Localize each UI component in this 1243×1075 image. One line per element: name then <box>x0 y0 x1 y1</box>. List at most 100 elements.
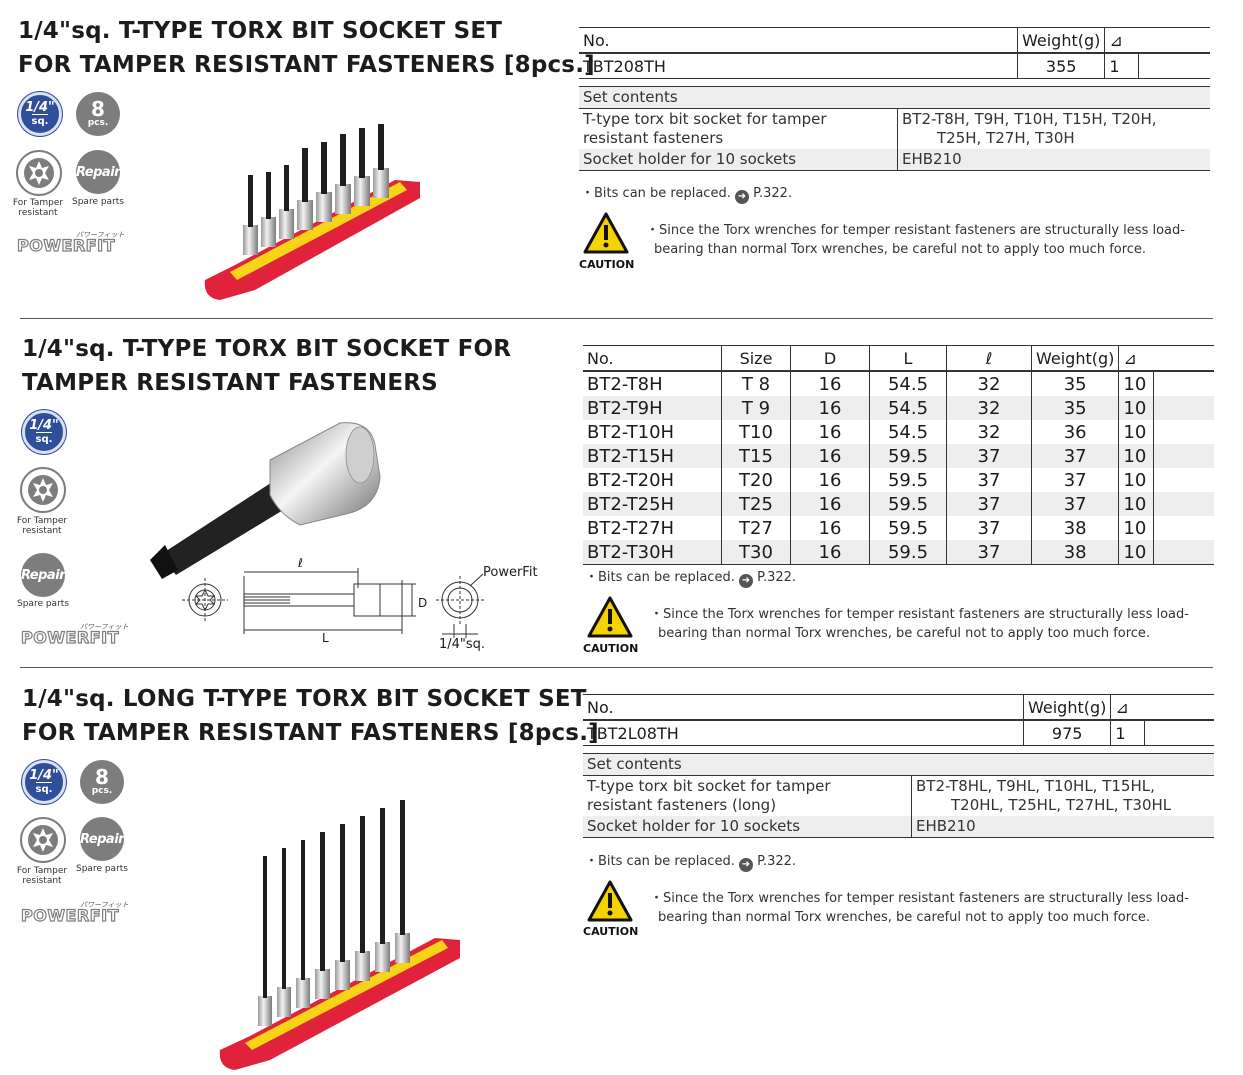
qty-icon: ⊿ <box>1118 345 1154 372</box>
sq-drive-badge: 1/4"sq. <box>22 760 66 804</box>
powerfit-kana: パワーフィット <box>80 901 129 909</box>
section3-title-line2: FOR TAMPER RESISTANT FASTENERS [8pcs.] <box>22 720 599 746</box>
set3-weight: 975 <box>1022 720 1111 746</box>
set2-caution-text: ・Since the Torx wrenches for temper resi… <box>650 607 1189 641</box>
section1-title-line2: FOR TAMPER RESISTANT FASTENERS [8pcs.] <box>18 52 595 78</box>
set3-note: ・Bits can be replaced. ➜ P.322. <box>585 854 797 872</box>
dim-label-l: ℓ <box>298 556 303 570</box>
set1-contents-table: Set contents T-type torx bit socket for … <box>579 86 1210 171</box>
set2-note: ・Bits can be replaced. ➜ P.322. <box>585 570 797 588</box>
caution-icon <box>587 596 633 638</box>
col-no: No. <box>583 694 1024 721</box>
col-size: Size <box>721 345 791 372</box>
page-ref-arrow-icon: ➜ <box>738 574 753 588</box>
sq-badge-bottom: sq. <box>31 113 49 127</box>
powerfit-kana: パワーフィット <box>76 231 125 239</box>
set1-value2: EHB210 <box>897 149 1210 171</box>
set3-value1: BT2-T8HL, T9HL, T10HL, T15HL,T20HL, T25H… <box>911 775 1214 816</box>
caution-label: CAUTION <box>579 258 635 271</box>
dim-label-L: L <box>322 631 329 645</box>
col-l: L <box>869 345 947 372</box>
long-socket-set-image <box>219 800 460 1070</box>
caution-icon <box>583 212 629 254</box>
spare-parts-caption: Spare parts <box>76 864 128 874</box>
spare-parts-caption: Spare parts <box>72 197 124 207</box>
page-ref-arrow-icon: ➜ <box>734 190 749 204</box>
powerfit-kana: パワーフィット <box>80 623 129 631</box>
pcs-count: 8 <box>91 97 105 121</box>
set3-value2: EHB210 <box>911 816 1214 838</box>
section3-title-line1: 1/4"sq. LONG T-TYPE TORX BIT SOCKET SET <box>22 686 587 712</box>
sq-badge-top: 1/4" <box>25 99 55 115</box>
section2-title-line2: TAMPER RESISTANT FASTENERS <box>22 370 438 396</box>
sq-drive-badge: 1/4"sq. <box>22 410 66 454</box>
caution-icon <box>587 880 633 922</box>
torx-tamper-icon <box>20 817 66 863</box>
section-divider-2 <box>20 667 1213 668</box>
set1-caution-text: ・Since the Torx wrenches for temper resi… <box>646 223 1185 257</box>
set3-caution-text: ・Since the Torx wrenches for temper resi… <box>650 891 1189 925</box>
torx-tamper-icon <box>20 467 66 513</box>
col-d: D <box>790 345 870 372</box>
qty-icon: ⊿ <box>1104 27 1139 54</box>
set-contents-label: Set contents <box>583 88 678 106</box>
set3-spec-table: No. Weight(g) ⊿ TBT2L08TH 975 1 <box>583 694 1214 746</box>
set1-note: ・Bits can be replaced. ➜ P.322. <box>581 186 793 204</box>
sq-drive-badge: 1/4" sq. <box>18 92 62 136</box>
set3-qty: 1 <box>1110 720 1145 746</box>
set1-item2: Socket holder for 10 sockets <box>583 150 797 168</box>
section1-title-line1: 1/4"sq. T-TYPE TORX BIT SOCKET SET <box>18 18 503 44</box>
pcs-label: pcs. <box>87 118 109 128</box>
powerfit-logo: POWERFIT <box>20 905 120 925</box>
set3-item2: Socket holder for 10 sockets <box>587 817 801 835</box>
drive-size-label: 1/4"sq. <box>439 637 486 652</box>
section-divider-1 <box>20 318 1213 319</box>
single-socket-image <box>150 422 381 579</box>
powerfit-label: PowerFit <box>483 565 538 580</box>
socket-set-image <box>204 124 420 300</box>
set1-value1: BT2-T8H, T9H, T10H, T15H, T20H,T25H, T27… <box>897 108 1210 149</box>
col-weight: Weight(g) <box>1030 345 1119 372</box>
col-no: No. <box>579 27 1018 54</box>
powerfit-logo: POWERFIT <box>20 627 120 647</box>
set1-qty: 1 <box>1104 53 1139 79</box>
repair-badge: Repair <box>76 150 121 194</box>
col-weight: Weight(g) <box>1016 27 1105 54</box>
set1-no: TBT208TH <box>583 56 666 76</box>
set3-contents-table: Set contents T-type torx bit socket for … <box>583 753 1214 838</box>
repair-badge: Repair <box>21 553 66 597</box>
section2-title-line1: 1/4"sq. T-TYPE TORX BIT SOCKET FOR <box>22 336 512 362</box>
page-ref-arrow-icon: ➜ <box>738 858 753 872</box>
set3-no: TBT2L08TH <box>587 723 679 743</box>
qty-icon: ⊿ <box>1110 694 1145 721</box>
repair-badge: Repair <box>80 817 125 861</box>
powerfit-logo: POWERFIT <box>16 235 116 255</box>
set1-spec-table: No. Weight(g) ⊿ TBT208TH 355 1 <box>579 27 1210 79</box>
dim-label-D: D <box>418 596 428 610</box>
caution-label: CAUTION <box>583 925 639 938</box>
col-blank <box>1138 27 1210 54</box>
set-contents-label: Set contents <box>587 755 682 773</box>
col-weight: Weight(g) <box>1022 694 1111 721</box>
col-ell: ℓ <box>946 345 1032 372</box>
pcs-badge: 8 pcs. <box>76 92 120 136</box>
caution-label: CAUTION <box>583 642 639 655</box>
spare-parts-caption: Spare parts <box>17 599 69 609</box>
set1-weight: 355 <box>1016 53 1105 79</box>
torx-tamper-icon <box>16 150 62 196</box>
socket-technical-drawing <box>182 568 484 638</box>
